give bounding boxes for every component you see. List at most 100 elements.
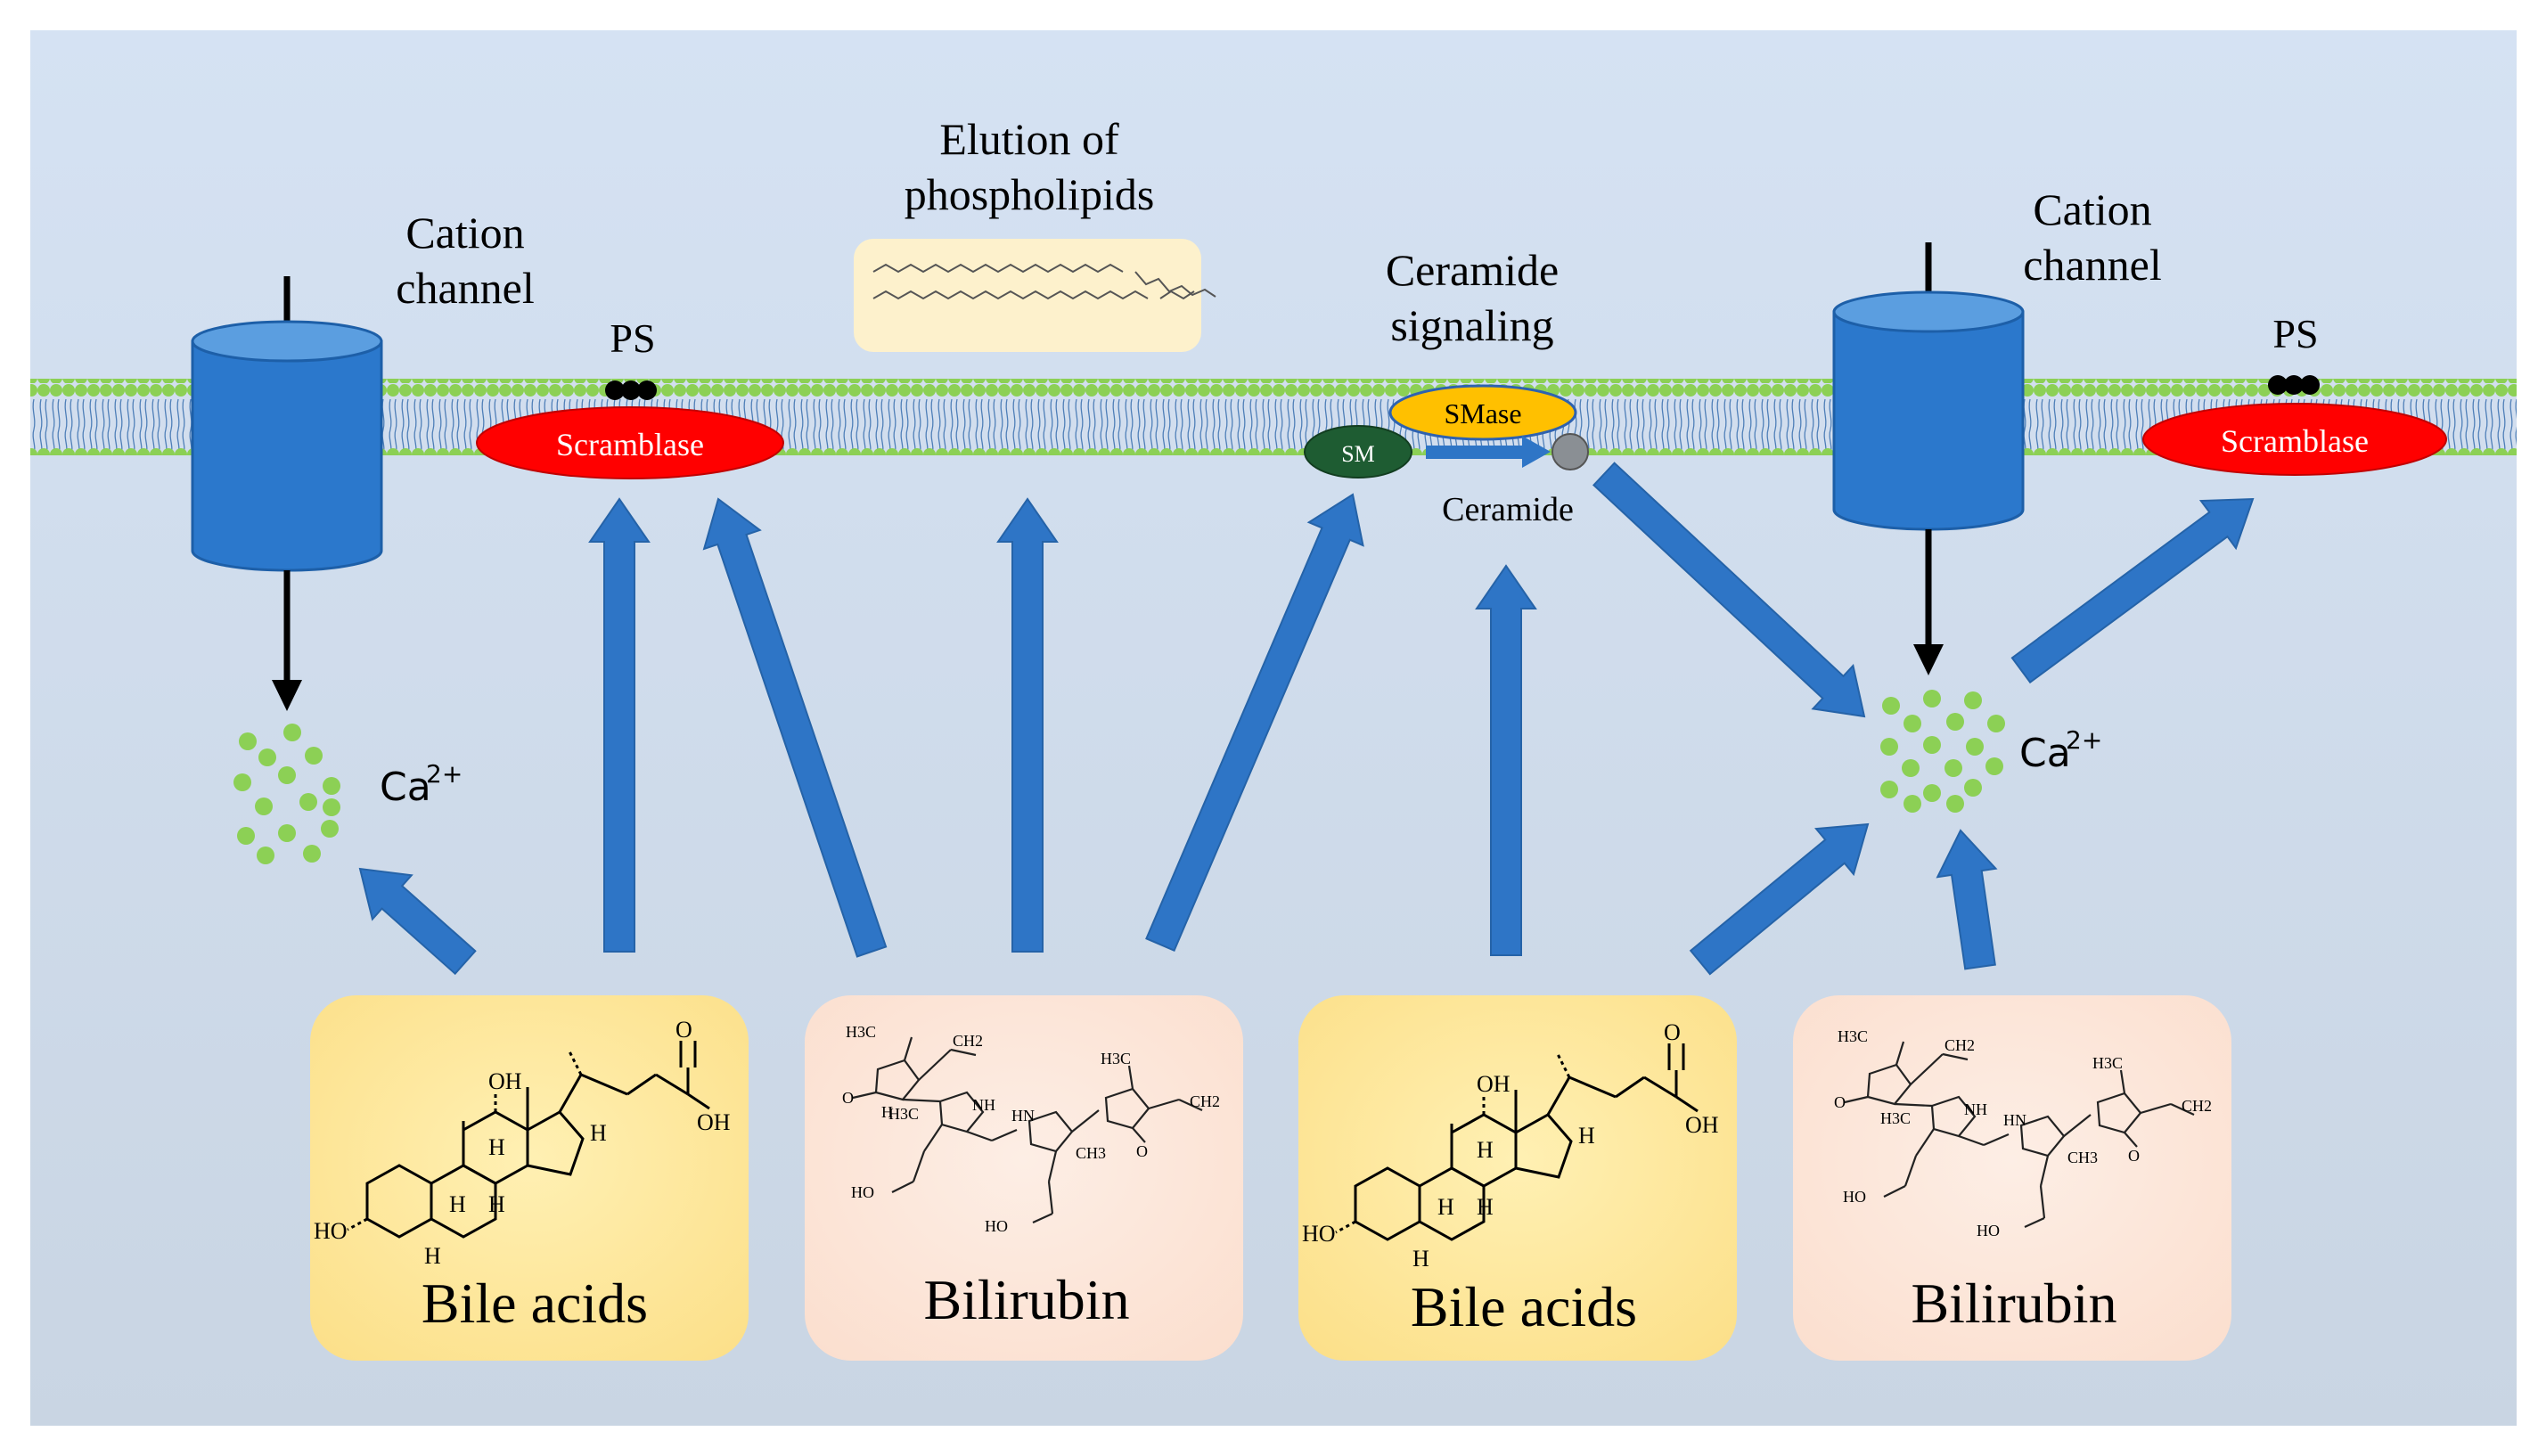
arrow-bile2-to-calcium-right xyxy=(1689,822,1870,976)
bili1-o-a: O xyxy=(842,1089,854,1107)
cation-channel-left-label-1: Cation xyxy=(405,208,524,258)
ca-left-ion-2 xyxy=(258,748,276,766)
bili1-h3c-b: H3C xyxy=(888,1105,919,1123)
bili1-ch2-b: CH2 xyxy=(1190,1092,1220,1110)
ca-left-ion-14 xyxy=(323,798,340,816)
ca-left-ion-10 xyxy=(278,824,296,842)
bili2-nh: NH xyxy=(1964,1100,1987,1118)
bili2-h3c-c: H3C xyxy=(2092,1054,2123,1072)
scramblase-right xyxy=(2142,403,2447,476)
sm-label: SM xyxy=(1341,441,1375,467)
scramblase-right-label: Scramblase xyxy=(2221,423,2369,459)
bile-oh-top: OH xyxy=(488,1068,522,1094)
bilirubin-structure-1: H3C CH2 O H NH HN H3C H3C CH2 O CH3 HO H… xyxy=(842,1023,1220,1235)
bili2-ch2-b: CH2 xyxy=(2182,1097,2212,1115)
ceramide-label: Ceramide xyxy=(1442,491,1574,528)
bile-acid-structure-1: OH O OH HO H H H H H xyxy=(314,1017,731,1269)
cation-channel-right-label-2: channel xyxy=(2023,240,2161,290)
bile-acids-2-label: Bile acids xyxy=(1411,1275,1637,1338)
bile-h-3: H xyxy=(488,1191,505,1217)
ca-right-ion-6 xyxy=(1880,738,1898,756)
box-bilirubin-2 xyxy=(1793,995,2231,1361)
elution-label-2: phospholipids xyxy=(905,169,1155,219)
calcium-superscript-left: 2+ xyxy=(426,759,463,789)
ca-right-ion-3 xyxy=(1904,715,1921,732)
bili1-h3c-a: H3C xyxy=(846,1023,876,1041)
ca-right-ion-1 xyxy=(1923,690,1941,708)
ca-left-ion-11 xyxy=(321,820,339,838)
bile-ho: HO xyxy=(314,1218,348,1244)
ca-left-ion-1 xyxy=(283,724,301,741)
ca-right-ion-0 xyxy=(1882,697,1900,715)
ca-right-ion-13 xyxy=(1923,784,1941,802)
ca-left-ion-9 xyxy=(237,827,255,845)
bilirubin-structure-2: H3C CH2 O NH HN H3C H3C CH2 O CH3 HO HO xyxy=(1834,1027,2212,1239)
calcium-label-left: Ca xyxy=(380,765,431,810)
ca-right-ion-7 xyxy=(1923,736,1941,754)
cation-channel-right-label-1: Cation xyxy=(2033,184,2151,234)
bile-h-4: H xyxy=(488,1134,505,1160)
ca-left-ion-6 xyxy=(323,777,340,795)
bili1-h: H xyxy=(881,1103,893,1121)
bili1-o-b: O xyxy=(1136,1142,1148,1160)
bile2-ho: HO xyxy=(1302,1221,1336,1247)
arrow-bile1-to-scramblase-left xyxy=(588,497,651,953)
bile-acids-1-label: Bile acids xyxy=(422,1272,648,1335)
membrane-bilayer xyxy=(30,379,2517,455)
ceramide-signaling-label-2: signaling xyxy=(1390,300,1553,350)
bile2-h-3: H xyxy=(1477,1194,1494,1220)
bile-h-1: H xyxy=(424,1243,441,1269)
arrow-bilirubin2-to-calcium-right xyxy=(1936,829,1998,970)
phospholipid-structure xyxy=(872,263,1216,300)
scramblase-left xyxy=(476,406,784,479)
bilirubin-1-label: Bilirubin xyxy=(923,1268,1129,1331)
bili2-h3c-a: H3C xyxy=(1838,1027,1868,1045)
sm-to-ceramide-arrow xyxy=(1426,436,1551,468)
ca-left-ion-3 xyxy=(305,747,323,765)
arrow-ceramide-to-calcium-right xyxy=(1592,462,1866,718)
bili1-hn: HN xyxy=(1011,1107,1035,1125)
arrow-bile2-to-ceramide xyxy=(1475,564,1537,956)
cation-channel-left-label-2: channel xyxy=(396,263,534,313)
ca-left-ion-13 xyxy=(303,845,321,863)
ca-right-ion-5 xyxy=(1987,715,2005,732)
bili2-ho-b: HO xyxy=(1977,1222,2000,1239)
ca-left-ion-8 xyxy=(299,793,317,811)
ps-label-left: PS xyxy=(610,315,655,361)
smase-label: SMase xyxy=(1444,397,1521,429)
bile2-h-5: H xyxy=(1578,1123,1595,1149)
bili2-ho-a: HO xyxy=(1843,1188,1866,1206)
ca-left-ion-7 xyxy=(255,798,273,815)
ca-right-ion-2 xyxy=(1964,691,1982,709)
calcium-ions-left xyxy=(233,724,340,864)
arrow-bilirubin1-to-elution xyxy=(996,497,1059,953)
membrane-heads xyxy=(30,379,2517,455)
scramblase-left-label: Scramblase xyxy=(556,427,704,462)
bili2-o-a: O xyxy=(1834,1093,1846,1111)
flow-arrows xyxy=(358,462,2255,976)
calcium-label-right: Ca xyxy=(2019,731,2071,776)
arrow-bilirubin1-to-sm xyxy=(1145,493,1364,953)
arrow-bilirubin1-to-scramblase-left xyxy=(702,497,888,958)
bile2-oh-top: OH xyxy=(1477,1071,1511,1097)
ca-right-ion-8 xyxy=(1966,738,1984,756)
bili1-nh: NH xyxy=(972,1096,995,1114)
elution-label-1: Elution of xyxy=(939,114,1119,164)
ps-label-right: PS xyxy=(2272,311,2318,356)
bili1-h3c-c: H3C xyxy=(1101,1050,1131,1067)
bili1-ch3: CH3 xyxy=(1076,1144,1106,1162)
bile-acid-structure-2: OH O OH HO H H H H H xyxy=(1302,1019,1719,1272)
ca-left-ion-5 xyxy=(278,766,296,784)
ca-left-ion-12 xyxy=(257,847,274,864)
ca-right-ion-9 xyxy=(1902,759,1920,777)
bile-h-2: H xyxy=(449,1191,466,1217)
ca-right-ion-4 xyxy=(1946,713,1964,731)
bili1-ho-a: HO xyxy=(851,1183,874,1201)
smase-enzyme xyxy=(1388,384,1577,441)
bile2-h-4: H xyxy=(1477,1137,1494,1163)
bile-h-5: H xyxy=(590,1120,607,1146)
ca-right-ion-12 xyxy=(1880,781,1898,798)
ps-dots-left xyxy=(605,380,657,400)
